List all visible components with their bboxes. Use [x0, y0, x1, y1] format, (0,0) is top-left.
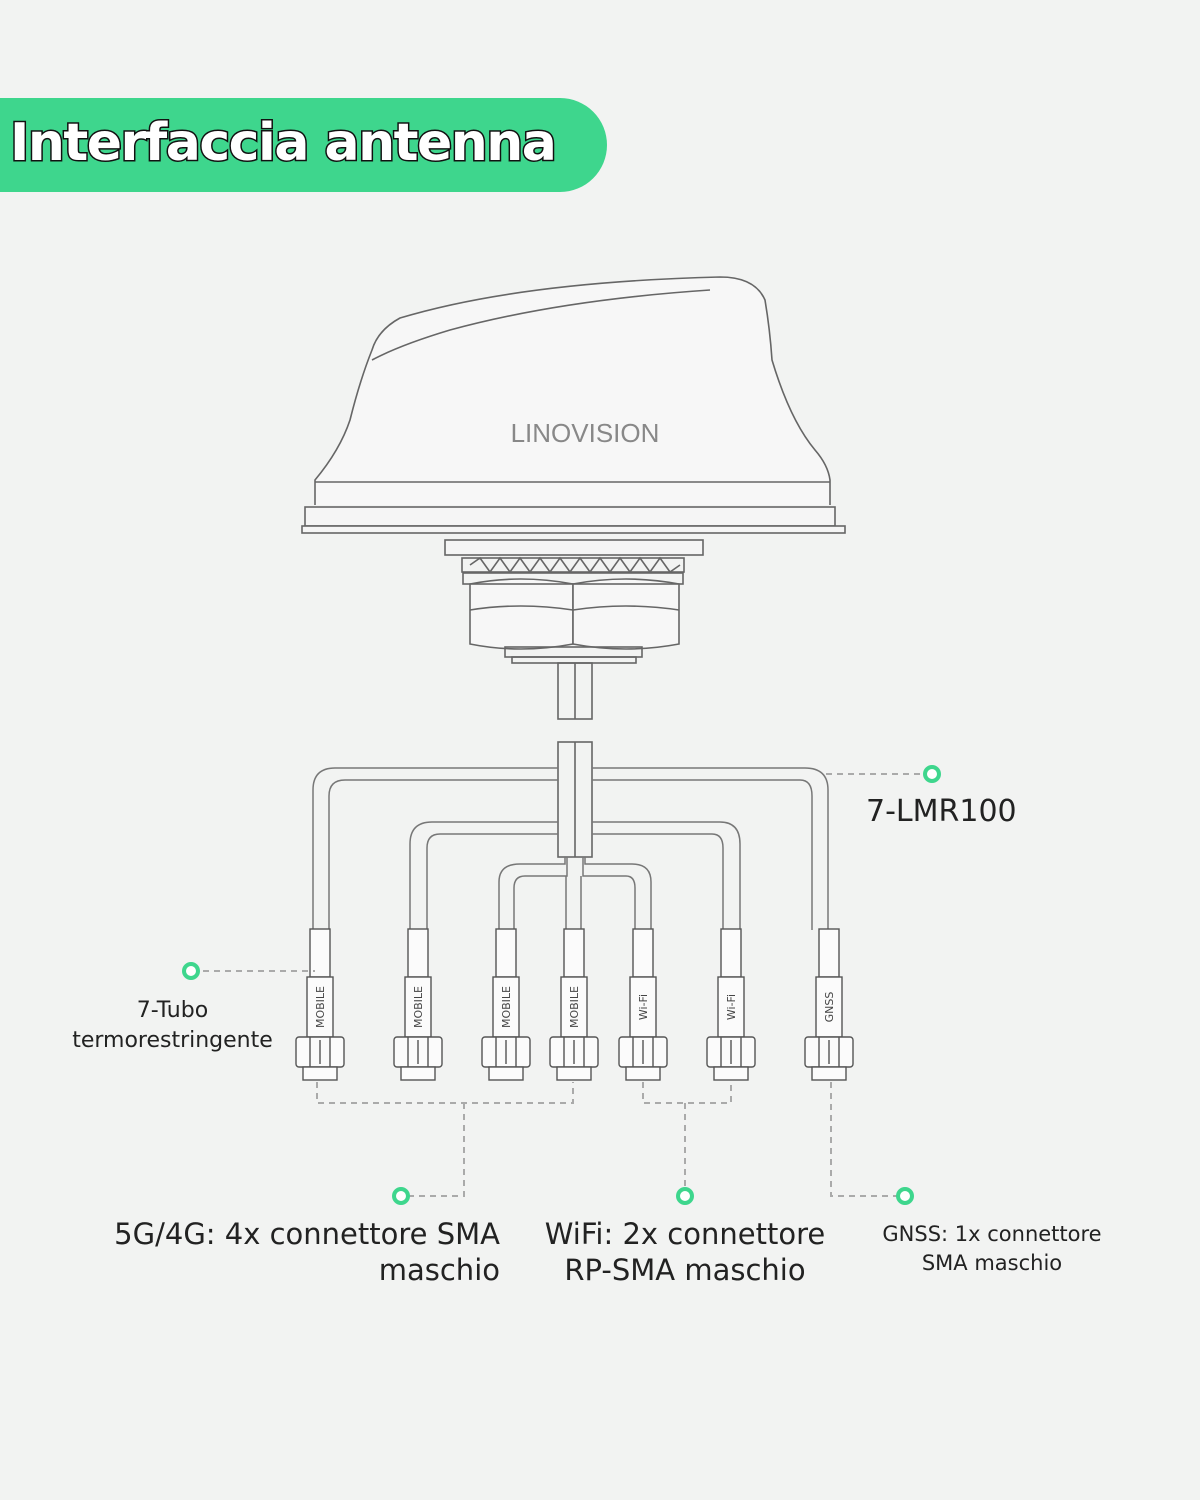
marker-wifi	[676, 1187, 694, 1205]
cable-label: 7-LMR100	[866, 794, 1017, 829]
connector-label: MOBILE	[568, 986, 581, 1028]
callout-markers	[182, 765, 941, 1205]
brand-logo: LINOVISION	[511, 418, 660, 448]
mobile-connector-label: 5G/4G: 4x connettore SMA maschio	[114, 1217, 500, 1287]
marker-tube	[182, 962, 200, 980]
marker-cable	[923, 765, 941, 783]
tube-label: 7-Tubo termorestringente	[72, 998, 273, 1053]
marker-gnss	[896, 1187, 914, 1205]
connector-label: Wi-Fi	[725, 994, 738, 1020]
gnss-connector-label: GNSS: 1x connettore SMA maschio	[882, 1222, 1102, 1275]
banner-title: Interfaccia antenna	[8, 112, 558, 175]
connector-1: MOBILE	[295, 928, 345, 1081]
connector-4: MOBILE	[549, 928, 599, 1081]
connector-label: MOBILE	[500, 986, 513, 1028]
connector-label: MOBILE	[412, 986, 425, 1028]
connector-label: Wi-Fi	[637, 994, 650, 1020]
connector-3: MOBILE	[481, 928, 531, 1081]
marker-mobile	[392, 1187, 410, 1205]
connector-6: Wi-Fi	[706, 928, 756, 1081]
wifi-connector-label: WiFi: 2x connettore RP-SMA maschio	[544, 1217, 826, 1287]
connector-2: MOBILE	[393, 928, 443, 1081]
callout-lines	[192, 773, 932, 1197]
antenna-body	[301, 276, 846, 858]
title-banner	[0, 98, 607, 192]
connector-group: MOBILE MOBILE MOBILE MOBILE Wi-Fi Wi-Fi GNSS	[295, 928, 854, 1081]
connector-7: GNSS	[804, 928, 854, 1081]
connector-5: Wi-Fi	[618, 928, 668, 1081]
connector-label: MOBILE	[314, 986, 327, 1028]
connector-label: GNSS	[823, 992, 836, 1023]
cable-bundle	[312, 767, 829, 930]
